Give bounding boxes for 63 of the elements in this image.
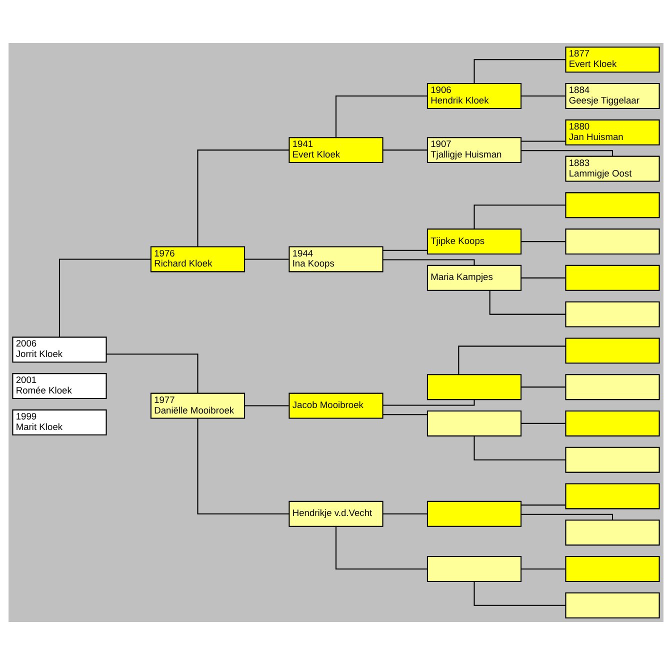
connector bbox=[382, 400, 475, 406]
connector bbox=[521, 514, 614, 520]
connector bbox=[521, 140, 566, 142]
connector bbox=[521, 568, 566, 570]
node-box bbox=[565, 264, 660, 291]
connector bbox=[474, 436, 566, 460]
connector bbox=[458, 346, 566, 375]
node-box: 1941 Evert Kloek bbox=[288, 137, 384, 164]
node-box bbox=[565, 483, 660, 510]
node-box bbox=[426, 374, 522, 400]
node-box: 1880 Jan Huisman bbox=[565, 119, 660, 146]
node-box: Maria Kampjes bbox=[426, 264, 522, 291]
node-box bbox=[565, 410, 660, 436]
connector bbox=[106, 354, 198, 394]
connector bbox=[521, 150, 614, 156]
connector bbox=[521, 386, 566, 388]
connector bbox=[474, 204, 566, 229]
node-box: 1877 Evert Kloek bbox=[565, 46, 660, 73]
node-box: 1944 Ina Koops bbox=[288, 246, 384, 272]
connector bbox=[244, 258, 289, 260]
connector bbox=[521, 422, 566, 424]
connector bbox=[382, 414, 428, 416]
connector bbox=[474, 59, 566, 84]
node-box bbox=[565, 338, 660, 364]
connector bbox=[521, 96, 566, 97]
node-box: 1884 Geesje Tiggelaar bbox=[565, 83, 660, 109]
connector bbox=[489, 290, 566, 315]
connector bbox=[335, 96, 428, 138]
connector bbox=[382, 250, 428, 251]
node-box bbox=[565, 556, 660, 582]
node-box bbox=[565, 228, 660, 255]
node-box: 2001 Romée Kloek bbox=[12, 373, 107, 400]
node-box: Tjipke Koops bbox=[426, 228, 522, 255]
node-box bbox=[565, 592, 660, 618]
node-box: Hendrikje v.d.Vecht bbox=[288, 500, 384, 527]
node-box: Jacob Mooibroek bbox=[288, 392, 384, 419]
connector bbox=[382, 150, 428, 151]
connector bbox=[58, 258, 151, 338]
node-box: 1906 Hendrik Kloek bbox=[426, 83, 522, 109]
node-box: 1907 Tjalligje Huisman bbox=[426, 137, 522, 164]
node-box bbox=[565, 374, 660, 400]
connector bbox=[382, 513, 428, 514]
node-box: 1883 Lammigje Oost bbox=[565, 156, 660, 182]
node-box bbox=[565, 192, 660, 218]
node-box bbox=[426, 500, 522, 527]
connector bbox=[197, 150, 290, 247]
connector bbox=[521, 504, 566, 506]
node-box: 1977 Daniëlle Mooibroek bbox=[150, 392, 246, 419]
node-box bbox=[426, 410, 522, 436]
connector bbox=[474, 582, 566, 606]
connector bbox=[335, 526, 428, 570]
node-box: 2006 Jorrit Kloek bbox=[12, 336, 107, 363]
node-box: 1999 Marit Kloek bbox=[12, 409, 107, 436]
node-box bbox=[426, 556, 522, 582]
node-box bbox=[565, 446, 660, 473]
connector bbox=[382, 259, 475, 266]
connector bbox=[521, 277, 566, 278]
connector bbox=[244, 405, 289, 406]
connector bbox=[521, 241, 566, 242]
node-box bbox=[565, 301, 660, 328]
node-box bbox=[565, 520, 660, 546]
node-box: 1976 Richard Kloek bbox=[150, 246, 246, 272]
connector bbox=[197, 418, 290, 514]
